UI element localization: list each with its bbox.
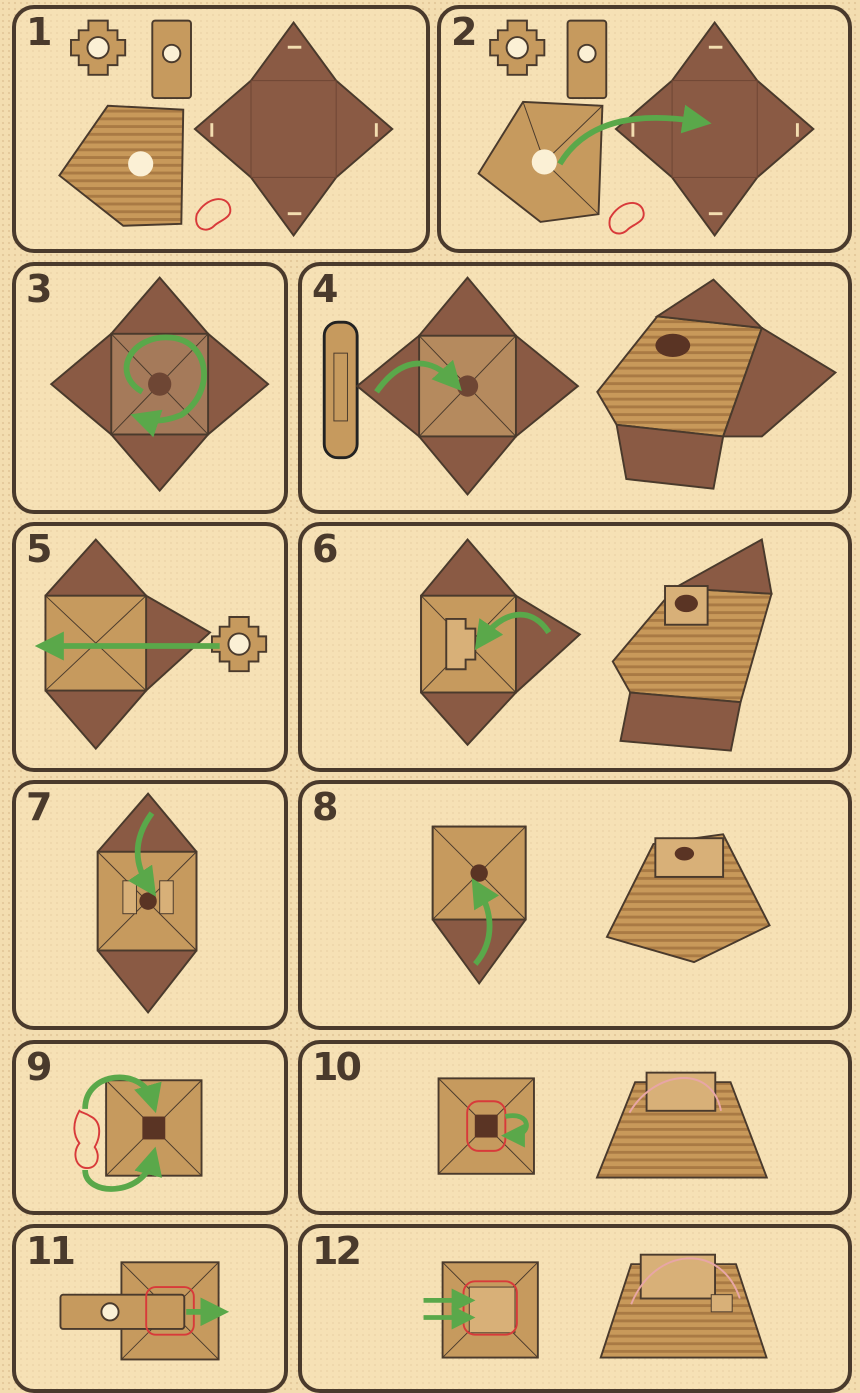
step-12-illustration bbox=[302, 1228, 848, 1389]
gear-ring-piece-icon bbox=[71, 21, 125, 75]
step-4-illustration bbox=[302, 266, 848, 510]
step-3-illustration bbox=[16, 266, 284, 510]
cross-net-icon bbox=[357, 278, 578, 495]
tab-strip-piece-icon bbox=[152, 21, 191, 98]
cross-net-icon bbox=[195, 23, 392, 236]
pyramid-icon bbox=[613, 540, 772, 751]
pyramid-icon bbox=[597, 1073, 767, 1178]
step-panel-1: 1 bbox=[12, 5, 430, 253]
gear-ring-piece-icon bbox=[490, 21, 544, 75]
step-11-illustration bbox=[16, 1228, 284, 1389]
step-panel-11: 11 bbox=[12, 1224, 288, 1393]
step-panel-9: 9 bbox=[12, 1040, 288, 1215]
step-8-illustration bbox=[302, 784, 848, 1026]
pyramid-icon bbox=[601, 1255, 767, 1358]
rubber-band-icon bbox=[196, 199, 230, 230]
rubber-band-icon bbox=[609, 203, 643, 234]
step-panel-4: 4 bbox=[298, 262, 852, 514]
step-panel-8: 8 bbox=[298, 780, 852, 1030]
step-panel-6: 6 bbox=[298, 522, 852, 772]
tab-strip-piece-icon bbox=[324, 322, 357, 458]
step-panel-7: 7 bbox=[12, 780, 288, 1030]
pyramid-icon bbox=[607, 834, 770, 962]
step-1-illustration bbox=[16, 9, 426, 249]
step-panel-3: 3 bbox=[12, 262, 288, 514]
step-panel-2: 2 bbox=[437, 5, 852, 253]
tab-strip-piece-icon bbox=[60, 1295, 184, 1329]
tab-strip-piece-icon bbox=[568, 21, 607, 98]
step-panel-5: 5 bbox=[12, 522, 288, 772]
step-5-illustration bbox=[16, 526, 284, 768]
step-panel-12: 12 bbox=[298, 1224, 852, 1393]
fan-piece-icon bbox=[59, 106, 183, 226]
step-6-illustration bbox=[302, 526, 848, 768]
pyramid-icon bbox=[597, 280, 835, 489]
fan-piece-icon bbox=[479, 102, 603, 222]
step-10-illustration bbox=[302, 1044, 848, 1211]
rubber-band-icon bbox=[74, 1111, 99, 1168]
cross-net-icon bbox=[51, 278, 268, 491]
step-7-illustration bbox=[16, 784, 284, 1026]
gear-ring-piece-icon bbox=[212, 617, 266, 671]
cross-net-icon bbox=[616, 23, 813, 236]
step-panel-10: 10 bbox=[298, 1040, 852, 1215]
step-9-illustration bbox=[16, 1044, 284, 1211]
step-2-illustration bbox=[441, 9, 848, 249]
